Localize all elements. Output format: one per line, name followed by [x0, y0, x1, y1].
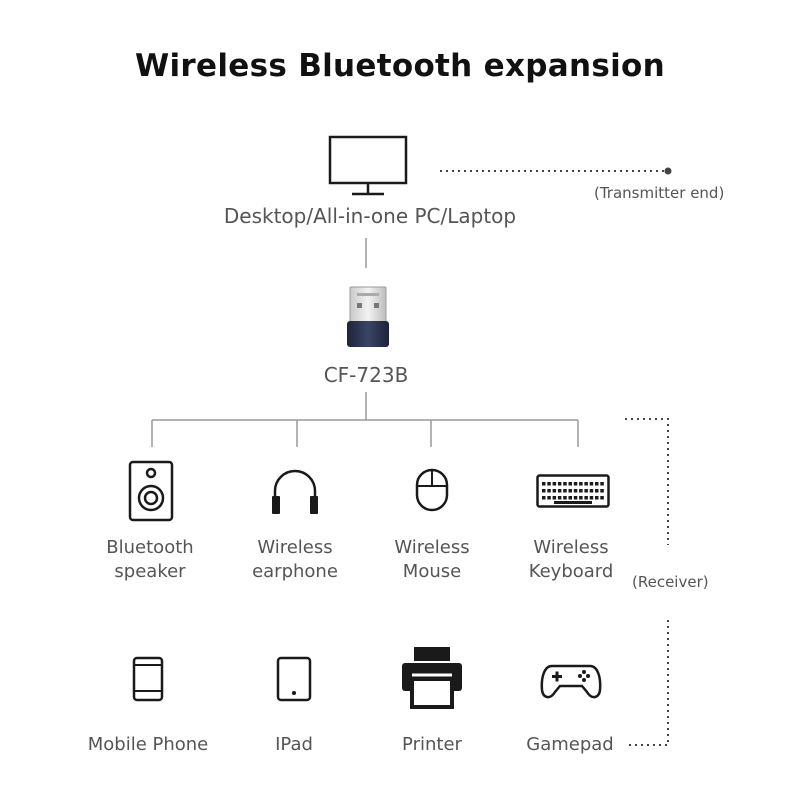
mouse-label: Wireless Mouse: [362, 536, 502, 584]
speaker-icon: [128, 460, 174, 522]
monitor-icon: [328, 135, 408, 196]
usb-adapter-icon: [347, 286, 389, 347]
transmitter-side-label: (Transmitter end): [594, 184, 725, 202]
gamepad-label: Gamepad: [526, 734, 614, 755]
receiver-side-label: (Receiver): [632, 573, 709, 591]
printer-label: Printer: [402, 734, 462, 755]
mouse-label-line2: Mouse: [402, 561, 462, 582]
tablet-icon: [276, 656, 312, 702]
receiver-bracket-bottom: [625, 620, 669, 746]
ipad-label: IPad: [275, 734, 313, 755]
transmitter-dot: [664, 167, 672, 175]
mouse-label-line1: Wireless: [394, 537, 470, 558]
transmitter-device-label: Desktop/All-in-one PC/Laptop: [223, 204, 517, 228]
headphones-icon: [272, 469, 318, 514]
adapter-label: CF-723B: [323, 363, 409, 387]
receiver-bracket-top: [625, 418, 669, 545]
mobile-phone-label: Mobile Phone: [87, 734, 209, 755]
mouse-icon: [415, 468, 449, 512]
keyboard-label-line1: Wireless: [533, 537, 609, 558]
speaker-label-line1: Bluetooth: [106, 537, 194, 558]
earphone-label-line2: earphone: [252, 561, 338, 582]
speaker-label: Bluetooth speaker: [80, 536, 220, 584]
diagram-title: Wireless Bluetooth expansion: [135, 48, 665, 84]
speaker-label-line2: speaker: [114, 561, 186, 582]
earphone-label: Wireless earphone: [225, 536, 365, 584]
earphone-label-line1: Wireless: [257, 537, 333, 558]
gamepad-icon: [540, 664, 602, 699]
keyboard-label-line2: Keyboard: [528, 561, 614, 582]
keyboard-label: Wireless Keyboard: [501, 536, 641, 584]
keyboard-icon: [536, 474, 610, 508]
printer-icon: [402, 647, 462, 709]
mobile-phone-icon: [132, 656, 164, 702]
